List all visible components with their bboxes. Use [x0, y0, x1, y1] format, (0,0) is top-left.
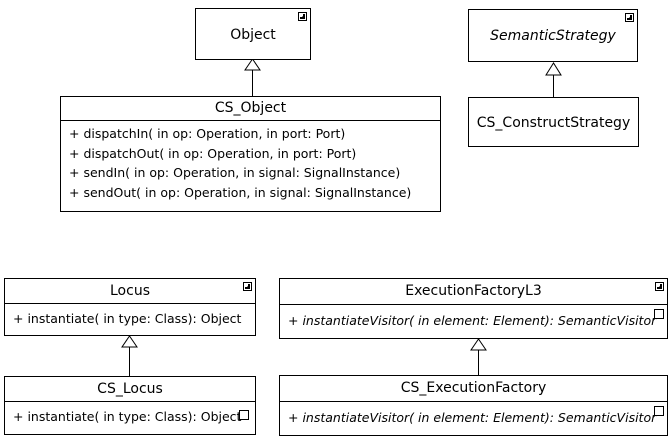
operations-compartment: + dispatchIn( in op: Operation, in port:… — [61, 120, 440, 202]
class-name: Locus — [110, 283, 150, 299]
shortcut-icon — [298, 12, 307, 21]
class-cs-execution-factory[interactable]: CS_ExecutionFactory + instantiateVisitor… — [279, 375, 668, 436]
operations-compartment: + instantiateVisitor( in element: Elemen… — [280, 304, 667, 331]
arrowhead-object — [244, 58, 261, 71]
arrowhead-execution-factory-l3 — [470, 338, 487, 351]
class-name: SemanticStrategy — [490, 28, 616, 44]
class-cs-construct-strategy[interactable]: CS_ConstructStrategy — [468, 97, 639, 147]
link-marker-icon — [654, 309, 664, 319]
operations-compartment: + instantiate( in type: Class): Object — [5, 303, 255, 329]
class-cs-object[interactable]: CS_Object + dispatchIn( in op: Operation… — [60, 96, 441, 212]
operations-compartment: + instantiate( in type: Class): Object — [5, 401, 255, 427]
shortcut-icon — [243, 282, 252, 291]
operation: + dispatchOut( in op: Operation, in port… — [69, 145, 357, 161]
operation: + sendIn( in op: Operation, in signal: S… — [69, 165, 401, 180]
shortcut-icon — [655, 282, 664, 291]
class-cs-locus[interactable]: CS_Locus + instantiate( in type: Class):… — [4, 376, 256, 435]
arrowhead-locus — [121, 335, 138, 348]
operation: + instantiateVisitor( in element: Elemen… — [288, 313, 657, 328]
operation: + sendOut( in op: Operation, in signal: … — [69, 184, 412, 200]
class-name: CS_Object — [214, 100, 287, 116]
operation: + dispatchIn( in op: Operation, in port:… — [69, 126, 346, 141]
class-locus[interactable]: Locus + instantiate( in type: Class): Ob… — [4, 278, 256, 336]
class-name: CS_ExecutionFactory — [400, 380, 547, 396]
class-name: CS_Locus — [97, 381, 163, 397]
link-marker-icon — [239, 410, 249, 420]
class-name: Object — [230, 27, 276, 43]
operation: + instantiateVisitor( in element: Elemen… — [288, 410, 657, 425]
shortcut-icon — [625, 13, 634, 22]
operation: + instantiate( in type: Class): Object — [13, 311, 242, 326]
operation: + instantiate( in type: Class): Object — [13, 409, 242, 424]
class-object[interactable]: Object — [195, 8, 311, 60]
arrowhead-semantic-strategy — [545, 62, 562, 76]
class-name: CS_ConstructStrategy — [476, 115, 631, 131]
class-name: ExecutionFactoryL3 — [405, 283, 542, 299]
link-marker-icon — [654, 406, 664, 416]
operations-compartment: + instantiateVisitor( in element: Elemen… — [280, 401, 667, 428]
class-execution-factory-l3[interactable]: ExecutionFactoryL3 + instantiateVisitor(… — [279, 278, 668, 339]
class-semantic-strategy[interactable]: SemanticStrategy — [468, 9, 638, 62]
